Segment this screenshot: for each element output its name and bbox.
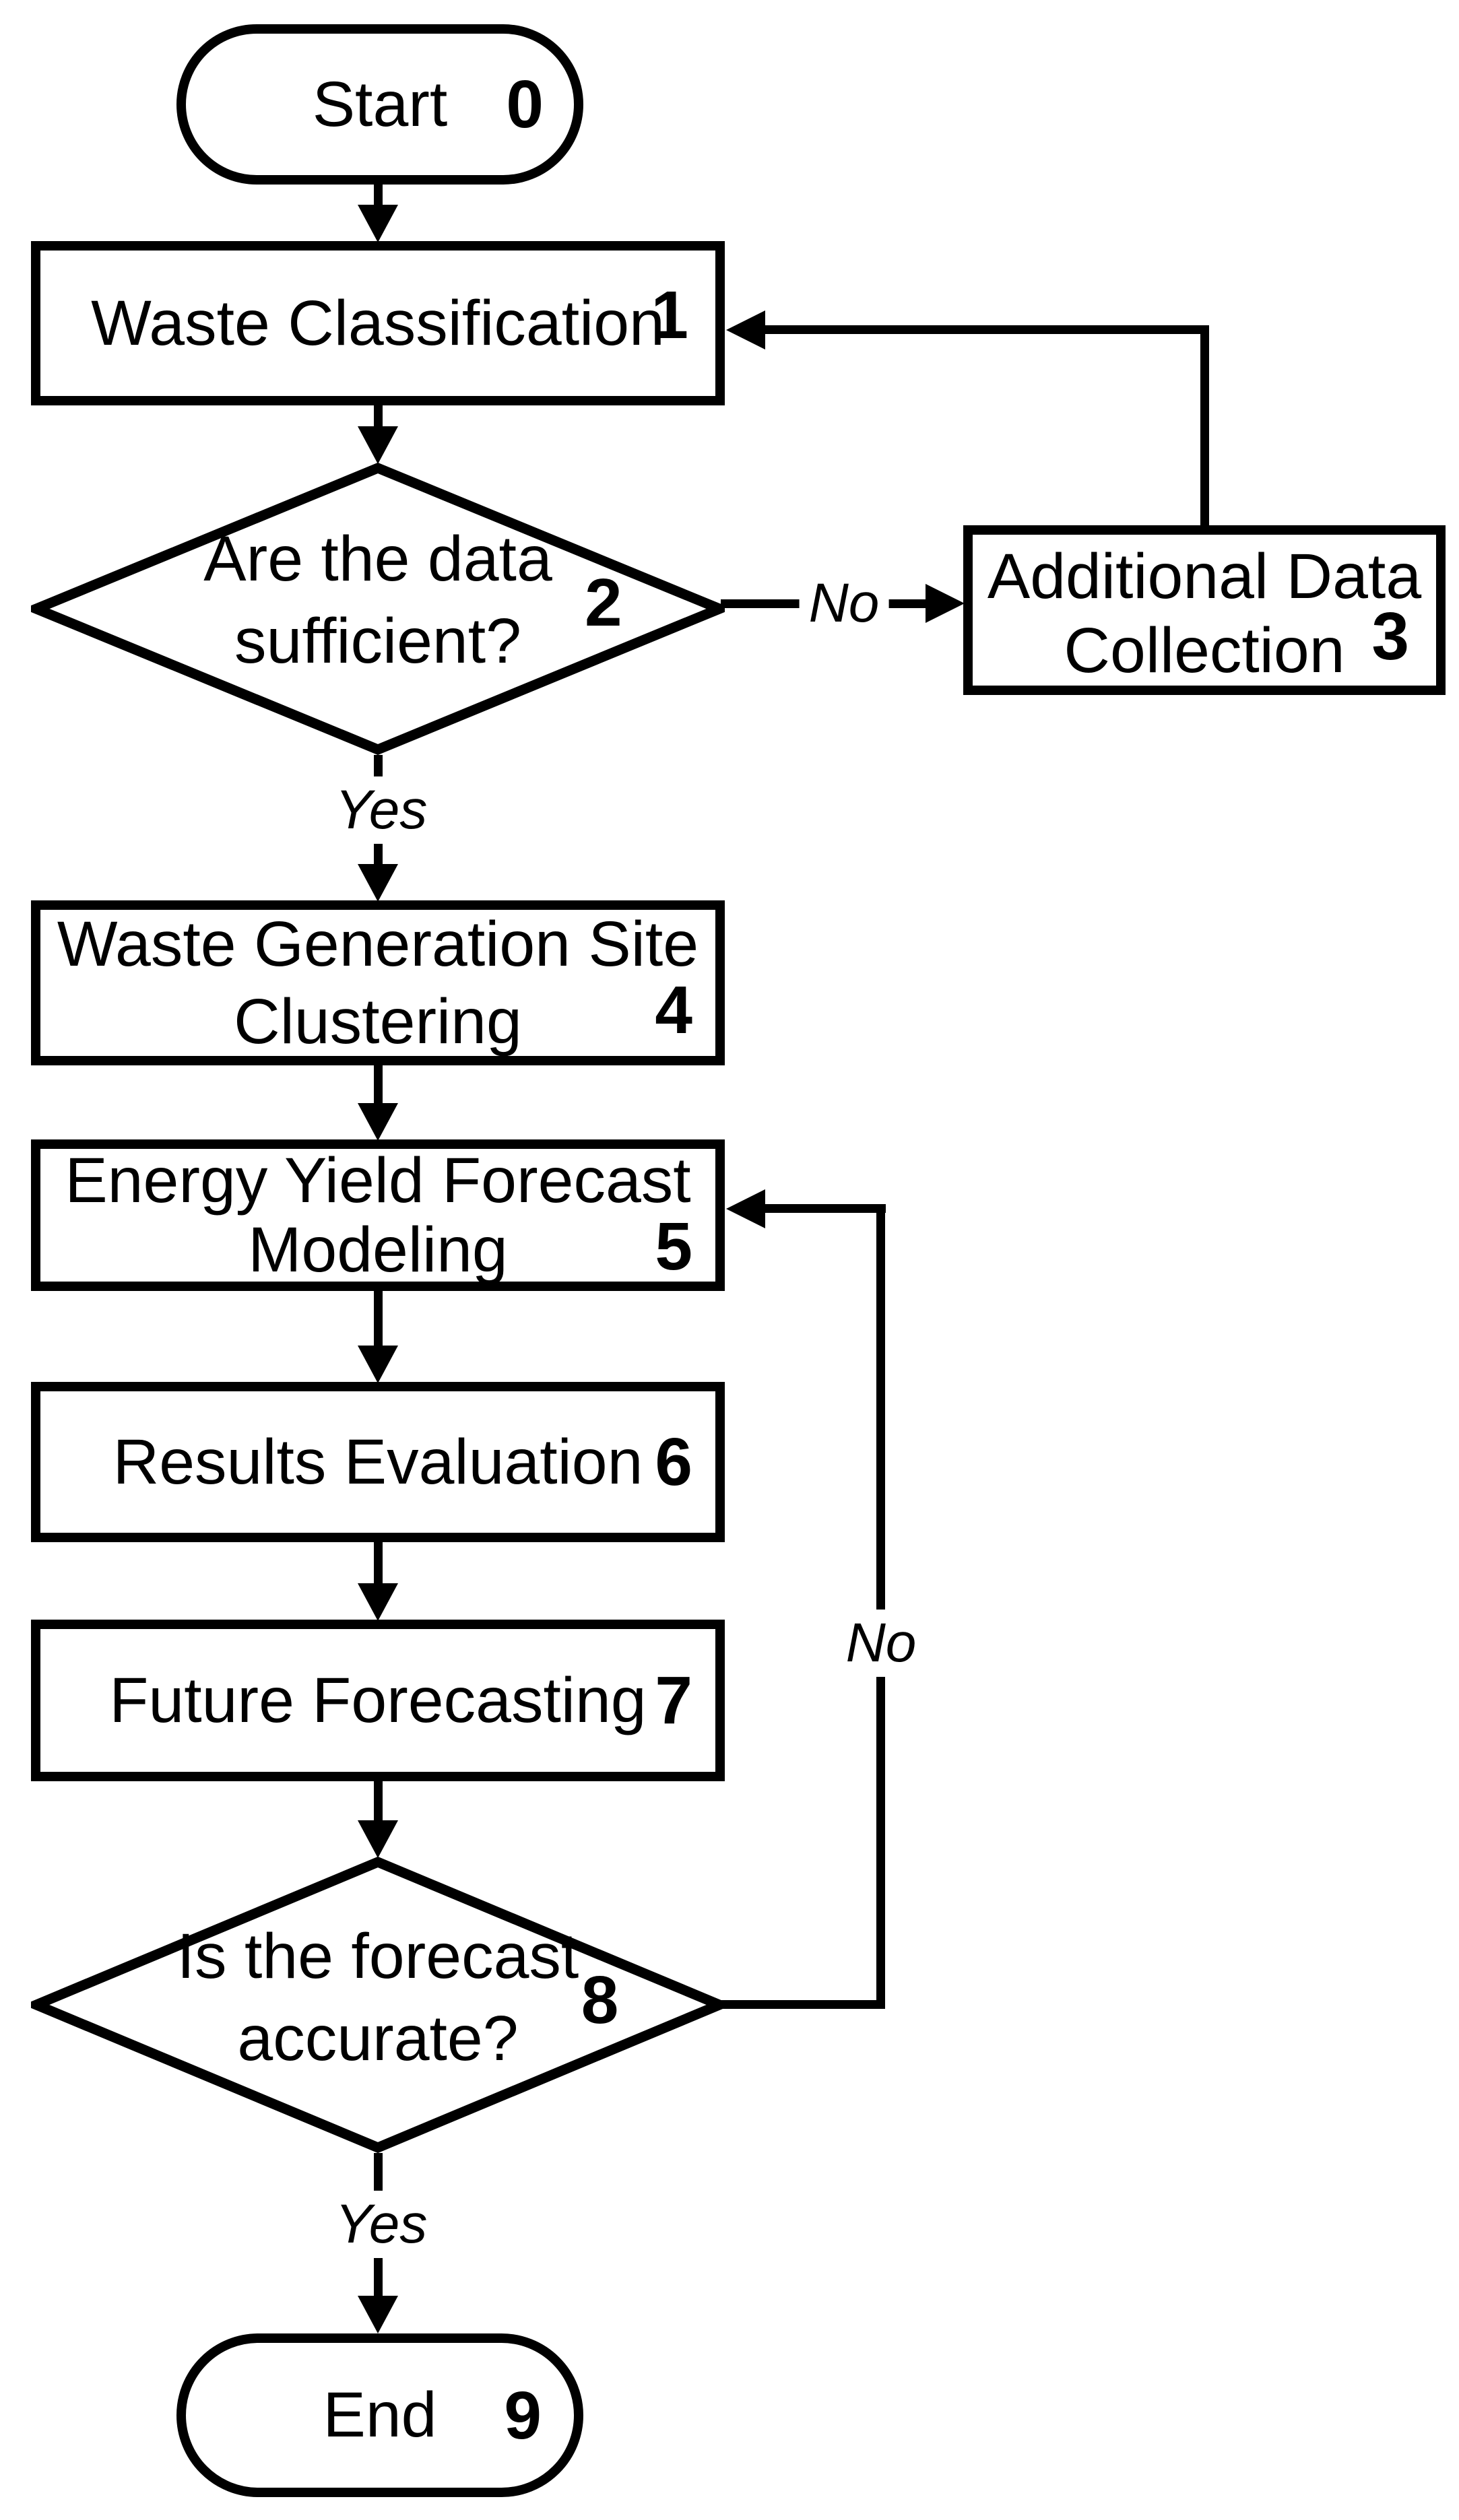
- connector-start-to-classification: [374, 183, 383, 210]
- edge-label-yes-1: Yes: [325, 776, 437, 844]
- arrowhead-right-icon: [926, 584, 965, 623]
- node-energy-yield-modeling: Energy Yield Forecast Modeling 5: [31, 1139, 725, 1291]
- edge-label-no-2: No: [836, 1610, 926, 1677]
- node-end: End 9: [176, 2333, 583, 2497]
- node-energy-yield-modeling-number: 5: [655, 1209, 692, 1284]
- node-forecast-accurate: Is the forecast accurate? 8: [31, 1857, 725, 2153]
- node-waste-classification: Waste Classification 1: [31, 241, 725, 405]
- connector-collection-up: [1200, 325, 1209, 527]
- arrowhead-down-icon: [358, 864, 398, 902]
- connector-forecasting-to-decision8: [374, 1781, 383, 1823]
- node-future-forecasting-number: 7: [655, 1663, 692, 1738]
- connector-decision8-no: [721, 2000, 885, 2009]
- node-forecast-accurate-shape: [31, 1857, 725, 2153]
- node-site-clustering-number: 4: [655, 972, 692, 1048]
- node-energy-yield-modeling-line1: Energy Yield Forecast: [65, 1144, 691, 1216]
- node-start: Start 0: [176, 24, 583, 185]
- node-start-label: Start: [312, 68, 448, 140]
- connector-modeling-to-evaluation: [374, 1291, 383, 1348]
- arrowhead-down-icon: [358, 1346, 398, 1383]
- arrowhead-down-icon: [358, 1583, 398, 1621]
- node-results-evaluation: Results Evaluation 6: [31, 1382, 725, 1542]
- node-site-clustering-line2: Clustering: [234, 985, 522, 1057]
- connector-no-loop-vertical: [876, 1204, 885, 2009]
- arrowhead-left-icon: [726, 310, 765, 350]
- node-additional-data-collection-line2: Collection: [1064, 615, 1345, 686]
- edge-label-no-1: No: [799, 570, 889, 637]
- connector-collection-to-classification: [761, 325, 1206, 334]
- arrowhead-down-icon: [358, 1820, 398, 1858]
- node-site-clustering-line1: Waste Generation Site: [57, 908, 699, 980]
- connector-clustering-to-modeling: [374, 1065, 383, 1107]
- node-start-number: 0: [506, 67, 544, 142]
- node-forecast-accurate-line2: accurate?: [237, 2003, 519, 2074]
- connector-evaluation-to-forecasting: [374, 1542, 383, 1586]
- node-end-label: End: [323, 2379, 437, 2451]
- node-energy-yield-modeling-line2: Modeling: [248, 1214, 508, 1286]
- node-data-sufficient: Are the data sufficient? 2: [31, 463, 725, 755]
- node-results-evaluation-label: Results Evaluation: [112, 1426, 643, 1498]
- node-additional-data-collection-line1: Additional Data: [987, 541, 1422, 612]
- node-waste-classification-label: Waste Classification: [91, 287, 665, 359]
- node-data-sufficient-number: 2: [584, 565, 622, 641]
- arrowhead-down-icon: [358, 2296, 398, 2333]
- node-data-sufficient-shape: [31, 463, 725, 755]
- node-additional-data-collection-number: 3: [1371, 599, 1409, 674]
- node-site-clustering: Waste Generation Site Clustering 4: [31, 900, 725, 1065]
- connector-no-loop-to-modeling: [761, 1204, 886, 1213]
- arrowhead-down-icon: [358, 1103, 398, 1141]
- edge-label-yes-2: Yes: [325, 2191, 437, 2258]
- node-end-number: 9: [504, 2377, 542, 2453]
- node-additional-data-collection: Additional Data Collection 3: [963, 525, 1446, 695]
- node-data-sufficient-line2: sufficient?: [234, 605, 521, 677]
- node-forecast-accurate-number: 8: [581, 1962, 619, 2038]
- connector-classification-to-decision: [374, 404, 383, 431]
- arrowhead-down-icon: [358, 426, 398, 464]
- node-data-sufficient-line1: Are the data: [203, 523, 552, 595]
- node-forecast-accurate-line1: Is the forecast: [176, 1921, 579, 1992]
- node-future-forecasting-label: Future Forecasting: [109, 1664, 647, 1736]
- node-waste-classification-number: 1: [651, 277, 688, 353]
- arrowhead-down-icon: [358, 205, 398, 242]
- node-future-forecasting: Future Forecasting 7: [31, 1620, 725, 1781]
- node-results-evaluation-number: 6: [655, 1424, 692, 1500]
- arrowhead-left-icon: [726, 1189, 765, 1228]
